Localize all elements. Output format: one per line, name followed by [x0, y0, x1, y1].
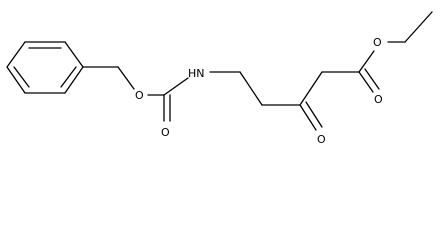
- carbamate-ester-oxygen: O: [135, 89, 144, 102]
- bond-ketone-ch2: [299, 71, 323, 106]
- bond-ester-c-o-1: [358, 71, 374, 93]
- ring-bond-2: [64, 41, 84, 68]
- ring-bond-5: [6, 66, 26, 94]
- ring-double-bond-right: [60, 66, 77, 88]
- ester-carbonyl-oxygen: O: [374, 93, 383, 106]
- ring-double-bond-left: [13, 66, 30, 88]
- ring-bond-6: [6, 41, 26, 68]
- bond-ch2-o: [117, 66, 135, 90]
- ester-alkoxy-oxygen: O: [373, 36, 382, 49]
- bond-ester-c-o-2: [364, 68, 380, 90]
- benzene-ring: [6, 41, 84, 94]
- structure-canvas: O O HN O O O: [6, 11, 433, 146]
- bond-ch2-ch2: [239, 71, 263, 106]
- bond-ester-c-alkoxy-o: [358, 50, 375, 73]
- bond-ketone-c-o-1: [299, 104, 317, 131]
- bond-carbonyl-nh: [163, 77, 189, 96]
- ketone-oxygen: O: [317, 133, 326, 146]
- bond-ketone-c-o-2: [305, 101, 323, 128]
- molecule-diagram: O O HN O O O: [6, 11, 433, 146]
- ring-bond-3: [64, 66, 84, 94]
- bond-ethyl-ch2-ch3: [404, 11, 433, 43]
- nh-group: HN: [188, 67, 205, 80]
- carbamate-carbonyl-oxygen: O: [161, 126, 170, 139]
